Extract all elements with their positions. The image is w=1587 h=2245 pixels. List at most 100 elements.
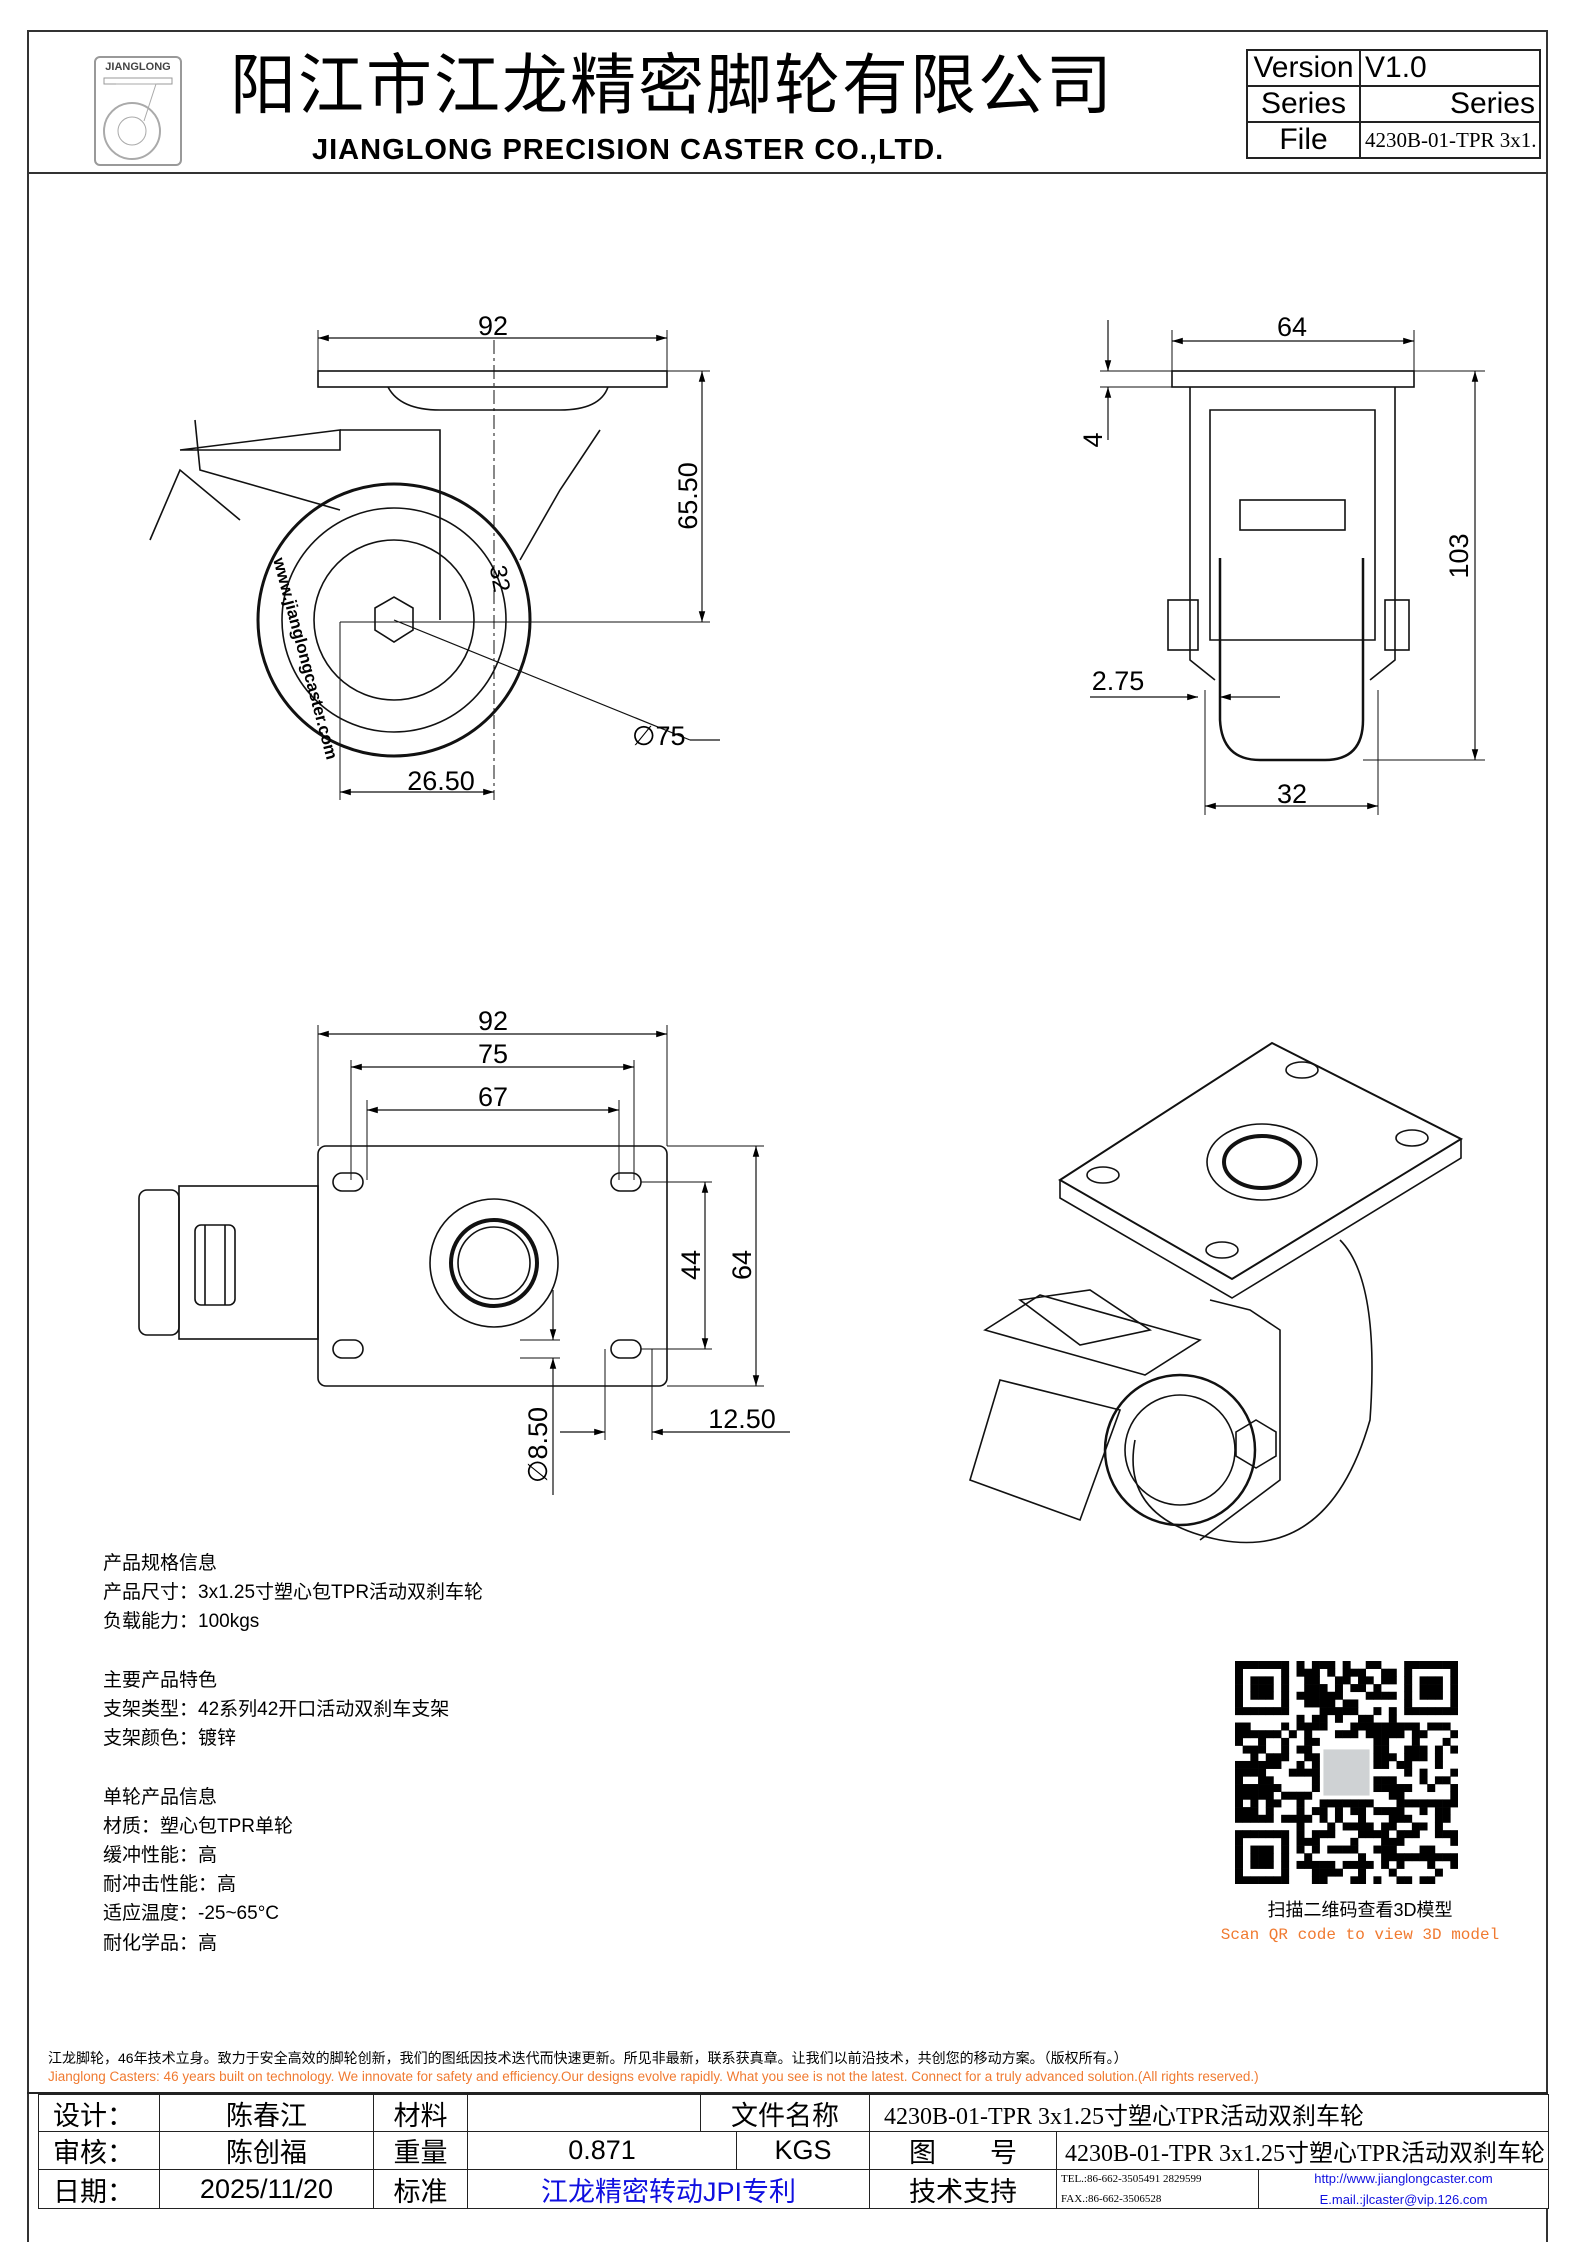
qr-module	[1327, 1830, 1336, 1839]
qr-module	[1411, 1661, 1420, 1669]
dim-front-plate: 4	[1078, 432, 1108, 447]
qr-module	[1411, 1853, 1420, 1862]
qr-module	[1296, 1760, 1305, 1769]
qr-module	[1427, 1707, 1436, 1716]
qr-module	[1404, 1876, 1413, 1884]
qr-module	[1388, 1676, 1397, 1685]
qr-module	[1281, 1845, 1290, 1854]
qr-module	[1427, 1860, 1436, 1869]
qr-module	[1434, 1807, 1443, 1816]
qr-module	[1358, 1668, 1367, 1677]
qr-module	[1388, 1837, 1397, 1846]
qr-module	[1242, 1745, 1251, 1754]
qr-module	[1304, 1699, 1313, 1708]
qr-module	[1373, 1745, 1382, 1754]
qr-module	[1327, 1661, 1336, 1669]
qr-module	[1381, 1668, 1390, 1677]
dim-top-slot-length: 12.50	[708, 1404, 776, 1434]
qr-module	[1358, 1807, 1367, 1816]
website-link[interactable]: http://www.jianglongcaster.com	[1314, 2171, 1493, 2186]
qr-module	[1358, 1799, 1367, 1808]
qr-module	[1404, 1676, 1413, 1685]
qr-module	[1411, 1730, 1420, 1739]
qr-module	[1265, 1676, 1274, 1685]
qr-module	[1334, 1676, 1343, 1685]
qr-module	[1250, 1730, 1259, 1739]
qr-module	[1311, 1668, 1320, 1677]
qr-module	[1258, 1791, 1267, 1800]
qr-module	[1450, 1799, 1458, 1808]
qr-module	[1388, 1807, 1397, 1816]
qr-module	[1404, 1691, 1413, 1700]
spec-line: 耐冲击性能：高	[103, 1874, 237, 1896]
qr-module	[1358, 1860, 1367, 1869]
top-view	[138, 1025, 790, 1495]
qr-module	[1250, 1661, 1259, 1669]
series-label: Series	[1246, 85, 1361, 123]
qr-module	[1434, 1868, 1443, 1877]
qr-module	[1396, 1791, 1405, 1800]
qr-module	[1304, 1691, 1313, 1700]
dim-top-holes-inner: 67	[478, 1082, 508, 1112]
qr-module	[1296, 1661, 1305, 1669]
qr-module	[1235, 1668, 1243, 1677]
qr-module	[1373, 1807, 1382, 1816]
qr-module	[1258, 1661, 1267, 1669]
qr-module	[1388, 1691, 1397, 1700]
support-label: 技术支持	[869, 2169, 1057, 2209]
dim-top-slot-diameter: ∅8.50	[523, 1407, 553, 1483]
header-divider	[27, 172, 1548, 174]
qr-module	[1327, 1799, 1336, 1808]
qr-module	[1388, 1668, 1397, 1677]
qr-module	[1288, 1730, 1297, 1739]
qr-module	[1342, 1845, 1351, 1854]
qr-module	[1450, 1684, 1458, 1693]
qr-module	[1258, 1768, 1267, 1777]
spec-line: 缓冲性能：高	[103, 1845, 218, 1866]
dim-top-holes-y: 44	[676, 1250, 706, 1280]
qr-module	[1311, 1776, 1320, 1785]
qr-module	[1434, 1661, 1443, 1669]
qr-module	[1296, 1860, 1305, 1869]
material-label: 材料	[373, 2094, 468, 2132]
drawing-no-value: 4230B-01-TPR 3x1.25寸塑心TPR活动双刹车轮	[1056, 2131, 1549, 2170]
qr-module	[1319, 1714, 1328, 1723]
qr-module	[1242, 1661, 1251, 1669]
qr-module	[1411, 1830, 1420, 1839]
qr-module	[1404, 1722, 1413, 1731]
qr-module	[1342, 1707, 1351, 1716]
qr-module	[1273, 1753, 1282, 1762]
company-logo: JIANGLONG	[94, 56, 182, 166]
qr-module	[1373, 1876, 1382, 1884]
qr-module	[1304, 1668, 1313, 1677]
qr-code[interactable]	[1235, 1661, 1458, 1884]
qr-module	[1342, 1730, 1351, 1739]
qr-module	[1388, 1845, 1397, 1854]
qr-module	[1442, 1722, 1451, 1731]
qr-module	[1342, 1822, 1351, 1831]
qr-module	[1373, 1753, 1382, 1762]
qr-module	[1442, 1807, 1451, 1816]
qr-module	[1419, 1845, 1428, 1854]
qr-module	[1373, 1830, 1382, 1839]
qr-module	[1334, 1730, 1343, 1739]
email-link[interactable]: E.mail.:jlcaster@vip.126.com	[1319, 2192, 1488, 2207]
qr-module	[1250, 1853, 1259, 1862]
qr-module	[1250, 1707, 1259, 1716]
dim-top-overall: 92	[478, 1006, 508, 1036]
qr-module	[1350, 1707, 1359, 1716]
qr-module	[1427, 1676, 1436, 1685]
qr-module	[1373, 1691, 1382, 1700]
spec-line: 支架类型：42系列42开口活动双刹车支架	[103, 1699, 450, 1720]
qr-module	[1434, 1745, 1443, 1754]
qr-module	[1381, 1860, 1390, 1869]
qr-module	[1427, 1661, 1436, 1669]
dim-wheel-diameter: ∅75	[632, 721, 686, 751]
fax-value: FAX.:86-662-3506528	[1061, 2193, 1162, 2205]
qr-module	[1311, 1676, 1320, 1685]
qr-module	[1404, 1853, 1413, 1862]
qr-module	[1442, 1776, 1451, 1785]
qr-module	[1265, 1730, 1274, 1739]
qr-module	[1388, 1784, 1397, 1793]
qr-module	[1442, 1661, 1451, 1669]
